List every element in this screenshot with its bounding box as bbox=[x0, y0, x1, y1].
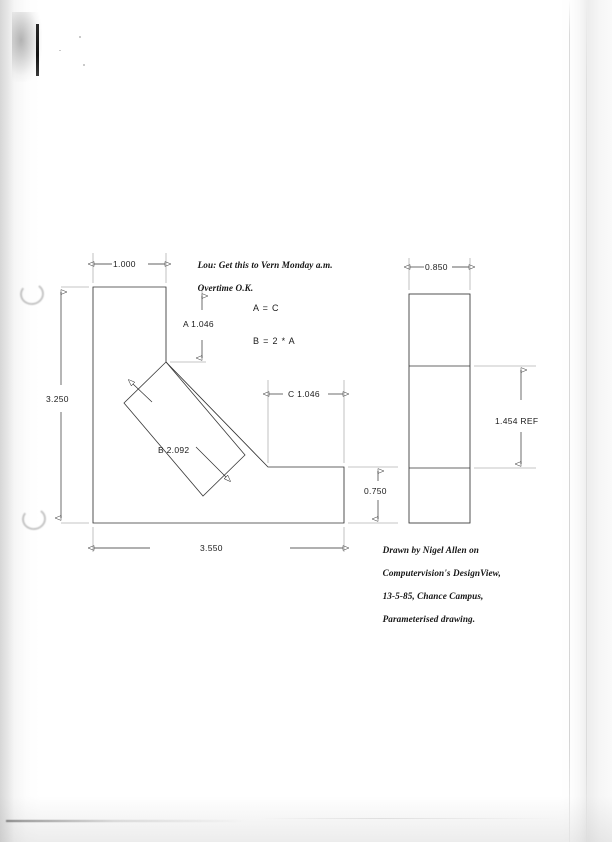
page-edge-right-outer bbox=[586, 0, 587, 842]
caption-line-3: 13-5-85, Chance Campus, bbox=[382, 590, 484, 601]
dimension-label-right-width: 0.850 bbox=[425, 262, 448, 272]
memo-line-2: Overtime O.K. bbox=[197, 282, 254, 293]
front-view-slot bbox=[123, 361, 246, 497]
dust-speck bbox=[79, 36, 81, 38]
dimension-label-bottom-width: 3.550 bbox=[200, 543, 223, 553]
caption-line-4: Parameterised drawing. bbox=[382, 614, 476, 625]
dimension-label-left-height: 3.250 bbox=[46, 394, 69, 404]
drawing-caption: Drawn by Nigel Allen on Computervision's… bbox=[373, 533, 501, 637]
dust-speck bbox=[83, 64, 85, 66]
equation-b-equals-2a: B = 2 * A bbox=[253, 336, 296, 346]
dimension-label-a: A 1.046 bbox=[183, 319, 214, 329]
caption-line-1: Drawn by Nigel Allen on bbox=[382, 544, 479, 555]
side-view-outline bbox=[408, 293, 471, 524]
memo-line-1: Lou: Get this to Vern Monday a.m. bbox=[197, 259, 333, 270]
page-edge-right bbox=[569, 0, 570, 842]
equation-a-equals-c: A = C bbox=[253, 303, 280, 313]
memo-note: Lou: Get this to Vern Monday a.m. Overti… bbox=[188, 248, 333, 306]
dimension-label-right-ref: 1.454 REF bbox=[495, 416, 539, 426]
dimension-lines bbox=[61, 264, 521, 548]
dust-speck bbox=[59, 50, 61, 51]
scan-artifact-bar bbox=[36, 24, 39, 76]
dimension-label-c: C 1.046 bbox=[288, 389, 320, 399]
scan-shadow-bottom bbox=[0, 796, 612, 842]
dimension-label-b: B 2.092 bbox=[158, 445, 190, 455]
caption-line-2: Computervision's DesignView, bbox=[382, 567, 501, 578]
scan-streak-bottom-right bbox=[260, 818, 560, 819]
dimension-label-step-height: 0.750 bbox=[364, 486, 387, 496]
front-view-outline bbox=[92, 286, 345, 524]
dimension-label-top-width: 1.000 bbox=[113, 259, 136, 269]
scan-shadow-left bbox=[0, 0, 26, 842]
scan-streak-bottom bbox=[6, 820, 246, 822]
